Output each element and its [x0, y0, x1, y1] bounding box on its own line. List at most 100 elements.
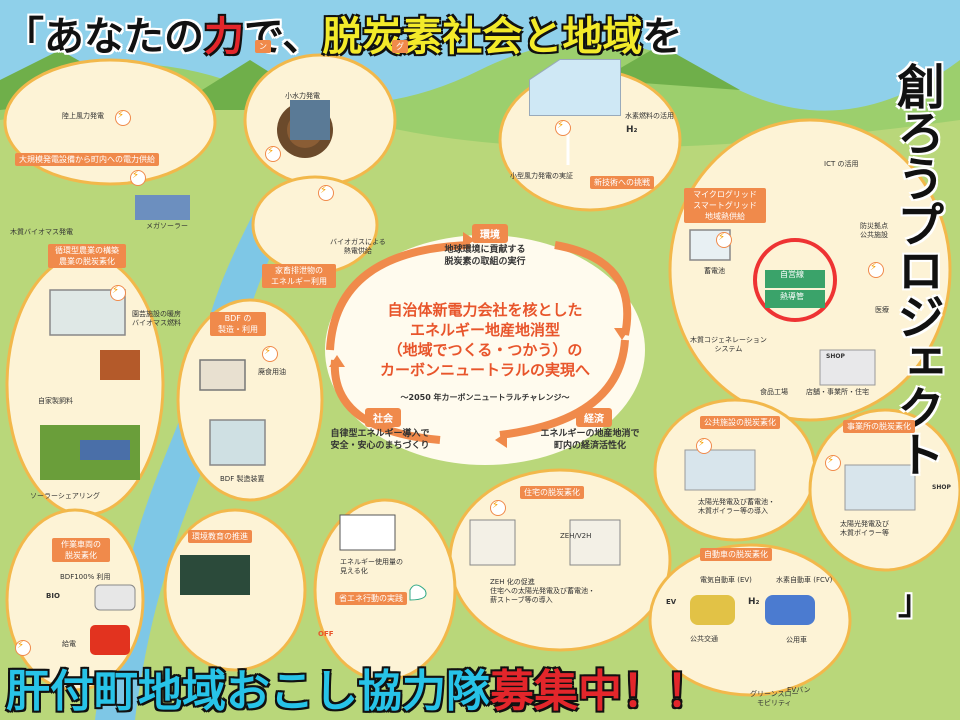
label-bdf-2: 製造・利用: [218, 325, 258, 334]
text-zeh: ZEH/V2H: [560, 532, 592, 540]
text-cogeneration: 木質コジェネレーション システム: [690, 336, 767, 354]
label-large-supply: 大規模発電設備から町内への電力供給: [15, 153, 159, 166]
text-ev-tag: EV: [666, 598, 677, 606]
text-h2-tag: H₂: [748, 597, 760, 607]
text-biomass-power: 木質バイオマス発電: [10, 228, 73, 236]
text-disaster-base-1: 防災拠点: [860, 222, 888, 230]
recruit-org: 肝付町地域おこし協力隊: [6, 666, 490, 717]
label-car-decarb: 自動車の脱炭素化: [700, 548, 772, 561]
text-bio-tag: BIO: [46, 592, 60, 600]
energy-bolt-icon: [115, 110, 131, 126]
text-ev-van: EVバン: [787, 686, 811, 694]
label-circular-agriculture-2: 農業の脱炭素化: [59, 257, 115, 266]
text-medical: 医療: [875, 306, 889, 314]
label-env-education: 環境教育の推進: [188, 530, 252, 543]
label-work-vehicle-2: 脱炭素化: [65, 551, 97, 560]
center-line1: 自治体新電力会社を核とした: [387, 301, 583, 319]
headline: 「あなたの力で、脱炭素社会と地域を: [4, 4, 682, 62]
recruit-now: 募集中！: [490, 666, 666, 717]
label-home-decarb: 住宅の脱炭素化: [520, 486, 584, 499]
pillar-society-body: 自律型エネルギー導入で 安全・安心のまちづくり: [315, 428, 445, 452]
text-public-solar: 太陽光発電及び蓄電池・ 木質ボイラー等の導入: [698, 498, 775, 516]
headline-bracket-open: 「: [4, 14, 44, 60]
text-stores: 店舗・事業所・住宅: [806, 388, 869, 396]
label-work-vehicle-1: 作業車両の: [61, 540, 101, 549]
fire-icon: [696, 438, 712, 454]
label-bdf-1: BDF の: [224, 314, 252, 323]
pillar-economy-title: 経済: [576, 408, 612, 427]
text-public-solar-2: 木質ボイラー等の導入: [698, 507, 768, 515]
label-work-vehicle: 作業車両の 脱炭素化: [52, 538, 110, 562]
text-home-measures: ZEH 化の促進 住宅への太陽光発電及び蓄電池・ 薪ストーブ等の導入: [490, 578, 595, 605]
label-microgrid-2: スマートグリッド: [693, 201, 757, 210]
pillar-society-line2: 安全・安心のまちづくり: [330, 441, 430, 451]
energy-bolt-icon: [130, 170, 146, 186]
text-fcv: 水素自動車 (FCV): [776, 576, 833, 584]
label-top-banner-1: ン: [255, 40, 271, 53]
text-fueling: 給電: [62, 640, 76, 648]
text-off-sign: OFF: [318, 630, 334, 638]
text-battery: 蓄電池: [704, 267, 725, 275]
text-slow-mobility-1: グリーンスロー: [750, 690, 799, 698]
headline-part2: 力: [204, 14, 244, 60]
label-livestock-2: エネルギー利用: [271, 277, 327, 286]
center-line3: （地域でつくる・つかう）の: [387, 341, 583, 359]
text-public-transport: 公共交通: [690, 635, 718, 643]
recruit-banner: 肝付町地域おこし協力隊募集中！！: [6, 655, 710, 719]
text-hydro: 小水力発電: [285, 92, 320, 100]
text-ict: ICT の活用: [824, 160, 859, 168]
text-biogas-1: バイオガスによる: [330, 238, 386, 246]
label-livestock: 家畜排泄物の エネルギー利用: [262, 264, 336, 288]
label-microgrid: マイクログリッド スマートグリッド 地域熱供給: [684, 188, 766, 223]
energy-bolt-icon: [490, 500, 506, 516]
text-home-measures-3: 薪ストーブ等の導入: [490, 596, 553, 604]
label-public-decarb: 公共施設の脱炭素化: [700, 416, 780, 429]
headline-part1: あなたの: [44, 14, 204, 60]
headline-part3: で、: [244, 14, 323, 60]
center-message: 自治体新電力会社を核とした エネルギー地産地消型 （地域でつくる・つかう）の カ…: [355, 300, 615, 380]
fire-icon: [262, 346, 278, 362]
text-feed: 自家製飼料: [38, 397, 73, 405]
headline-part4: 脱炭素社会と地域: [322, 14, 643, 60]
energy-bolt-icon: [716, 232, 732, 248]
label-energy-saving: 省エネ行動の実践: [335, 592, 407, 605]
text-biogas-2: 熱電供給: [343, 247, 372, 255]
text-mega-solar: メガソーラー: [146, 222, 188, 230]
text-home-measures-1: ZEH 化の促進: [490, 578, 535, 586]
text-small-wind: 小型風力発電の実証: [510, 172, 573, 180]
label-microgrid-1: マイクログリッド: [693, 190, 757, 199]
headline-vertical: 創ろうプロジェクト: [888, 62, 944, 476]
text-energy-visual-2: 見える化: [340, 567, 368, 575]
text-biogas: バイオガスによる 熱電供給: [330, 238, 386, 256]
center-line2: エネルギー地産地消型: [409, 321, 560, 339]
text-wind: 陸上風力発電: [62, 112, 104, 120]
text-ev: 電気自動車 (EV): [700, 576, 752, 584]
label-circular-agriculture-1: 循環型農業の構築: [55, 246, 119, 255]
text-office-solar-1: 太陽光発電及び: [840, 520, 889, 528]
pillar-economy-line2: 町内の経済活性化: [553, 441, 626, 451]
text-home-measures-2: 住宅への太陽光発電及び蓄電池・: [490, 587, 595, 595]
text-disaster-base: 防災拠点 公共施設: [860, 222, 888, 240]
label-top-banner-2: グ: [392, 40, 408, 53]
text-greenhouse-1: 園芸施設の暖房: [132, 310, 181, 318]
fire-icon: [825, 455, 841, 471]
pillar-economy-line1: エネルギーの地産地消で: [540, 429, 640, 439]
text-cogeneration-2: システム: [714, 345, 743, 353]
pillar-society-title: 社会: [365, 408, 401, 427]
fire-icon: [110, 285, 126, 301]
text-office-solar: 太陽光発電及び 木質ボイラー等: [840, 520, 889, 538]
label-circular-agriculture: 循環型農業の構築 農業の脱炭素化: [48, 244, 126, 268]
text-heat-pipe: 熱導管: [780, 292, 804, 301]
energy-bolt-icon: [868, 262, 884, 278]
headline-bracket-close: 」: [898, 583, 932, 623]
label-microgrid-3: 地域熱供給: [705, 212, 745, 221]
text-self-line: 自営線: [780, 270, 804, 279]
text-greenhouse-2: バイオマス燃料: [132, 319, 181, 327]
text-public-solar-1: 太陽光発電及び蓄電池・: [698, 498, 775, 506]
label-livestock-1: 家畜排泄物の: [275, 266, 323, 275]
text-slow-mobility-2: モビリティ: [756, 699, 792, 707]
text-energy-visual: エネルギー使用量の 見える化: [340, 558, 403, 576]
pillar-environment-body: 地球環境に貢献する 脱炭素の取組の実行: [420, 244, 550, 268]
recruit-exclaim: ！: [666, 666, 710, 717]
